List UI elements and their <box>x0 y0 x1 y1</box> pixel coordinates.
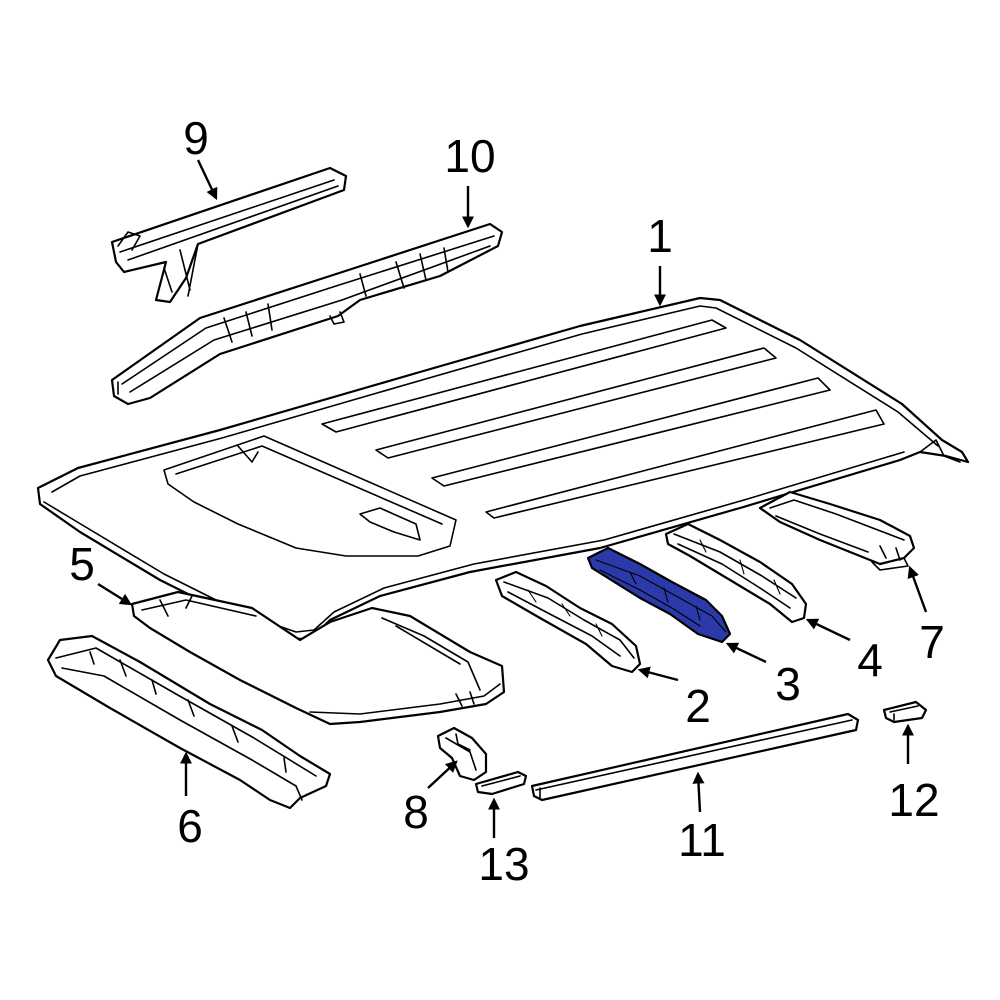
callout-11: 11 <box>678 814 726 866</box>
callout-2: 2 <box>685 680 711 732</box>
part-9-header-reinforcement <box>110 166 348 304</box>
arrow-3 <box>725 642 767 664</box>
part-13-plate <box>474 770 528 796</box>
part-1-roof-panel <box>36 296 970 642</box>
part-4-roof-bow <box>664 522 808 624</box>
callout-7: 7 <box>919 616 945 668</box>
arrow-11 <box>692 771 705 813</box>
part-8-bracket <box>436 726 488 782</box>
arrow-7 <box>907 565 928 613</box>
callout-labels: 1 2 3 4 5 6 7 8 9 10 11 12 13 <box>69 112 945 890</box>
callout-12: 12 <box>888 774 939 826</box>
part-5-sunroof-frame <box>130 590 506 726</box>
callout-8: 8 <box>403 786 429 838</box>
callout-5: 5 <box>69 538 95 590</box>
part-12-bracket <box>882 700 928 724</box>
callout-9: 9 <box>183 112 209 164</box>
leader-arrows <box>97 159 928 838</box>
part-10-side-rail <box>110 222 504 406</box>
arrow-4 <box>805 618 851 642</box>
arrow-5 <box>97 582 133 606</box>
callout-1: 1 <box>647 210 673 262</box>
callout-4: 4 <box>857 634 883 686</box>
callout-6: 6 <box>177 800 203 852</box>
part-11-rail-strip <box>530 712 860 802</box>
callout-10: 10 <box>444 130 495 182</box>
arrow-8 <box>427 760 458 789</box>
arrow-9 <box>196 159 218 201</box>
part-6-front-header <box>46 634 332 810</box>
callout-3: 3 <box>775 658 801 710</box>
callout-13: 13 <box>478 838 529 890</box>
arrow-2 <box>637 666 679 682</box>
part-2-roof-bow <box>494 570 642 674</box>
part-7-rear-header <box>758 490 916 571</box>
part-3-roof-bow-highlighted <box>586 546 732 644</box>
